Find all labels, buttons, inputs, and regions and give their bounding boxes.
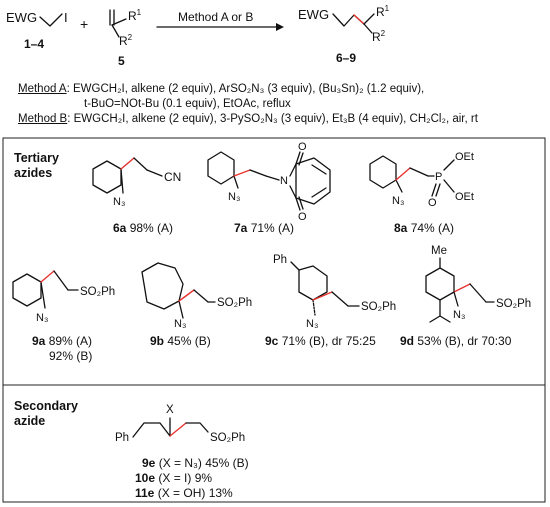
azide-9b: N₃	[174, 318, 186, 330]
product-new-bond	[353, 14, 365, 25]
caption-10e: 10e (X = I) 9%	[135, 471, 212, 485]
sulfone-9d: SO₂Ph	[496, 298, 531, 310]
reactant-1: EWG I 1–4	[6, 10, 68, 51]
compound-9a: N₃ SO₂Ph 9a 89% (A) 92% (B)	[12, 270, 115, 363]
compound-9b: N₃ SO₂Ph 9b 45% (B)	[141, 262, 252, 348]
substituent-x: X	[166, 404, 174, 416]
azide-9d: N₃	[453, 309, 465, 321]
azide-9a: N₃	[36, 312, 48, 324]
method-a-line-1: Method A: EWGCH₂I, alkene (2 equiv), ArS…	[18, 83, 425, 95]
reactant1-label: 1–4	[24, 37, 44, 51]
reactant1-chain	[39, 13, 63, 27]
secondary-heading-1: Secondary	[14, 399, 78, 413]
arrow-label: Method A or B	[178, 10, 253, 24]
caption-11e: 11e (X = OH) 13%	[135, 486, 233, 500]
caption-9a-a: 9a 89% (A)	[32, 334, 92, 348]
sulfone-9a: SO₂Ph	[80, 286, 115, 298]
phenyl-9c: Ph	[273, 254, 287, 266]
carbonyl-oxygen-1: O	[298, 141, 307, 153]
caption-9e: 9e (X = N₃) 45% (B)	[142, 456, 249, 470]
product-ewg: EWG	[298, 7, 329, 22]
phosphorus: P	[435, 171, 442, 183]
caption-6a: 6a 98% (A)	[113, 221, 173, 235]
plus-sign: +	[80, 16, 88, 32]
reactant2-label: 5	[118, 54, 125, 68]
azide-8a: N₃	[392, 195, 404, 207]
compound-9d: Me N₃ SO₂Ph 9d 53% (B), dr 70:30	[400, 245, 531, 348]
reactant1-ewg: EWG	[6, 10, 37, 25]
azide-7a: N₃	[228, 191, 240, 203]
compound-7a: N₃ N O O 7a 71% (A)	[207, 141, 331, 235]
products-table	[2, 137, 546, 503]
caption-8a: 8a 74% (A)	[394, 221, 454, 235]
sulfone-9e: SO₂Ph	[210, 432, 245, 444]
compound-6a: N₃ CN 6a 98% (A)	[92, 157, 181, 235]
tertiary-heading-1: Tertiary	[14, 151, 59, 165]
sulfone-9c: SO₂Ph	[361, 301, 396, 313]
reactant2-r2: R2	[119, 33, 133, 48]
method-a-line-2: t-BuO=NOt-Bu (0.1 equiv), EtOAc, reflux	[84, 98, 291, 110]
nitrile-group: CN	[164, 170, 181, 184]
caption-9d: 9d 53% (B), dr 70:30	[400, 334, 512, 348]
ethoxy-2: OEt	[455, 191, 474, 203]
phenyl-9e: Ph	[115, 432, 129, 444]
product-r1: R1	[376, 4, 390, 19]
imide-nitrogen: N	[280, 175, 288, 187]
ethoxy-1: OEt	[455, 151, 474, 163]
tertiary-heading-2: azides	[14, 166, 52, 180]
methyl-9d: Me	[431, 245, 447, 257]
product: EWG R1 R2 6–9	[298, 4, 390, 65]
reactant1-iodine: I	[64, 10, 68, 25]
secondary-heading-2: azide	[14, 414, 45, 428]
caption-9a-b: 92% (B)	[49, 349, 92, 363]
reactant-2-alkene: R1 R2 5	[109, 8, 142, 68]
phosphoryl-oxygen: O	[428, 197, 437, 209]
caption-7a: 7a 71% (A)	[234, 221, 294, 235]
caption-9b: 9b 45% (B)	[150, 334, 211, 348]
product-r2: R2	[372, 29, 386, 44]
azide-9c: N₃	[306, 318, 318, 330]
compound-9e-series: Ph X SO₂Ph 9e (X = N₃) 45% (B) 10e (X = …	[115, 404, 249, 500]
compound-8a: N₃ P O OEt OEt 8a 74% (A)	[369, 151, 474, 235]
reaction-arrow: Method A or B	[156, 10, 284, 31]
reactant2-r1: R1	[128, 8, 142, 23]
azide-6a: N₃	[113, 196, 125, 208]
product-label: 6–9	[336, 51, 356, 65]
sulfone-9b: SO₂Ph	[217, 297, 252, 309]
carbonyl-oxygen-2: O	[298, 211, 307, 223]
method-b-line: Method B: EWGCH₂I, alkene (2 equiv), 3-P…	[18, 113, 478, 125]
compound-9c: Ph N₃ SO₂Ph 9c 71% (B), dr 75:25	[265, 254, 396, 348]
caption-9c: 9c 71% (B), dr 75:25	[265, 334, 376, 348]
